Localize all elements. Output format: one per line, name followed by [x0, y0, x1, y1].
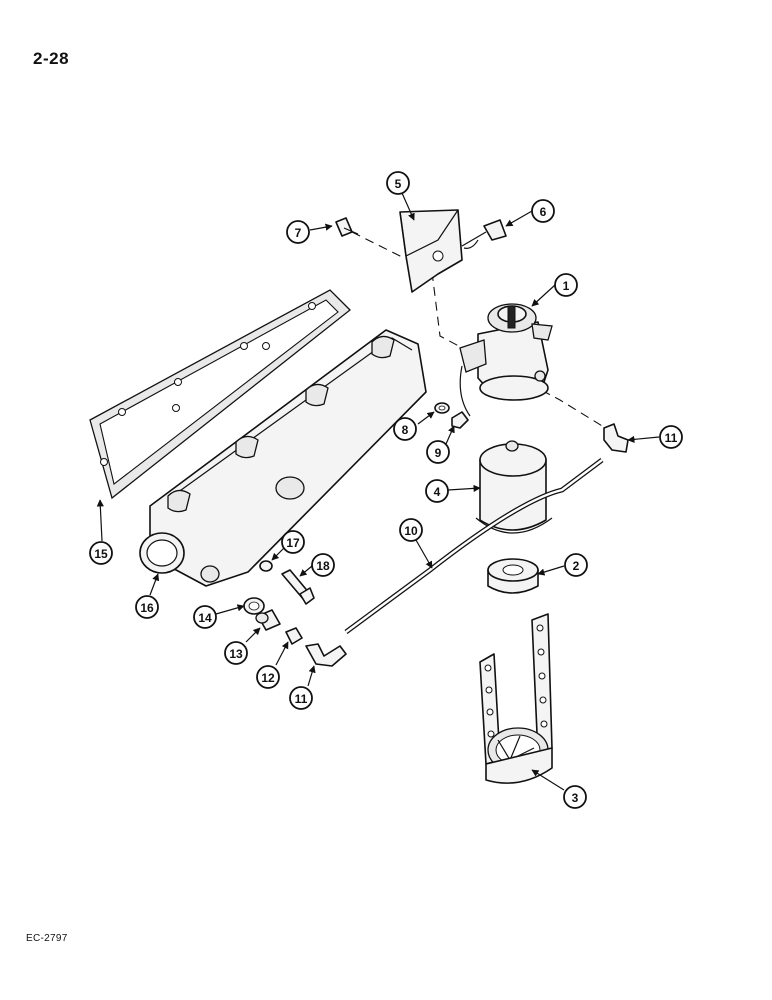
callout-15: 15	[89, 541, 113, 565]
part-tube	[344, 458, 604, 635]
svg-text:2: 2	[573, 559, 580, 573]
svg-text:11: 11	[665, 431, 678, 445]
callout-14: 14	[193, 605, 217, 629]
callout-17: 17	[281, 530, 305, 554]
svg-text:13: 13	[229, 647, 243, 661]
part-gasket	[89, 289, 351, 500]
svg-text:12: 12	[261, 671, 275, 685]
callout-8: 8	[393, 417, 417, 441]
svg-text:15: 15	[94, 547, 108, 561]
callout-7: 7	[286, 220, 310, 244]
part-bolt-7	[335, 217, 359, 237]
svg-text:7: 7	[295, 226, 302, 240]
svg-text:1: 1	[563, 279, 570, 293]
callout-10: 10	[399, 518, 423, 542]
callout-16: 16	[135, 595, 159, 619]
page-number: 2-28	[33, 49, 70, 68]
part-bolt-18	[281, 569, 315, 605]
svg-text:14: 14	[198, 611, 212, 625]
part-assembly-1	[459, 303, 553, 417]
part-grommet	[487, 558, 539, 594]
part-bracket	[399, 209, 463, 293]
callout-12: 12	[256, 665, 280, 689]
figure-code: EC-2797	[26, 933, 68, 944]
svg-text:10: 10	[404, 524, 418, 538]
callout-4: 4	[425, 479, 449, 503]
part-washer-14	[243, 597, 265, 615]
svg-text:8: 8	[402, 423, 409, 437]
callout-11-upper: 11	[659, 425, 683, 449]
callout-13: 13	[224, 641, 248, 665]
callout-2: 2	[564, 553, 588, 577]
assembly-lines	[351, 231, 613, 433]
callout-3: 3	[563, 785, 587, 809]
part-plug-12	[285, 627, 303, 645]
svg-text:3: 3	[572, 791, 579, 805]
part-bolt-6	[461, 219, 507, 249]
part-nut-9	[451, 411, 469, 429]
callout-5: 5	[386, 171, 410, 195]
svg-text:6: 6	[540, 205, 547, 219]
svg-text:9: 9	[435, 446, 442, 460]
part-elbow-lower	[305, 643, 347, 667]
part-washer-8	[434, 402, 450, 414]
callout-6: 6	[531, 199, 555, 223]
svg-text:17: 17	[286, 536, 300, 550]
callout-9: 9	[426, 440, 450, 464]
part-washer-17	[259, 560, 273, 572]
svg-text:18: 18	[316, 559, 330, 573]
part-canister	[475, 440, 553, 534]
part-plug-13	[255, 609, 281, 631]
svg-text:5: 5	[395, 177, 402, 191]
svg-text:4: 4	[434, 485, 441, 499]
svg-text:16: 16	[140, 601, 154, 615]
callout-18: 18	[311, 553, 335, 577]
callout-11-lower: 11	[289, 686, 313, 710]
svg-text:11: 11	[295, 692, 308, 706]
part-clamp	[479, 613, 553, 784]
leader-lines	[96, 192, 660, 791]
part-manifold	[139, 329, 427, 587]
callout-1: 1	[554, 273, 578, 297]
part-elbow-upper	[603, 423, 629, 453]
